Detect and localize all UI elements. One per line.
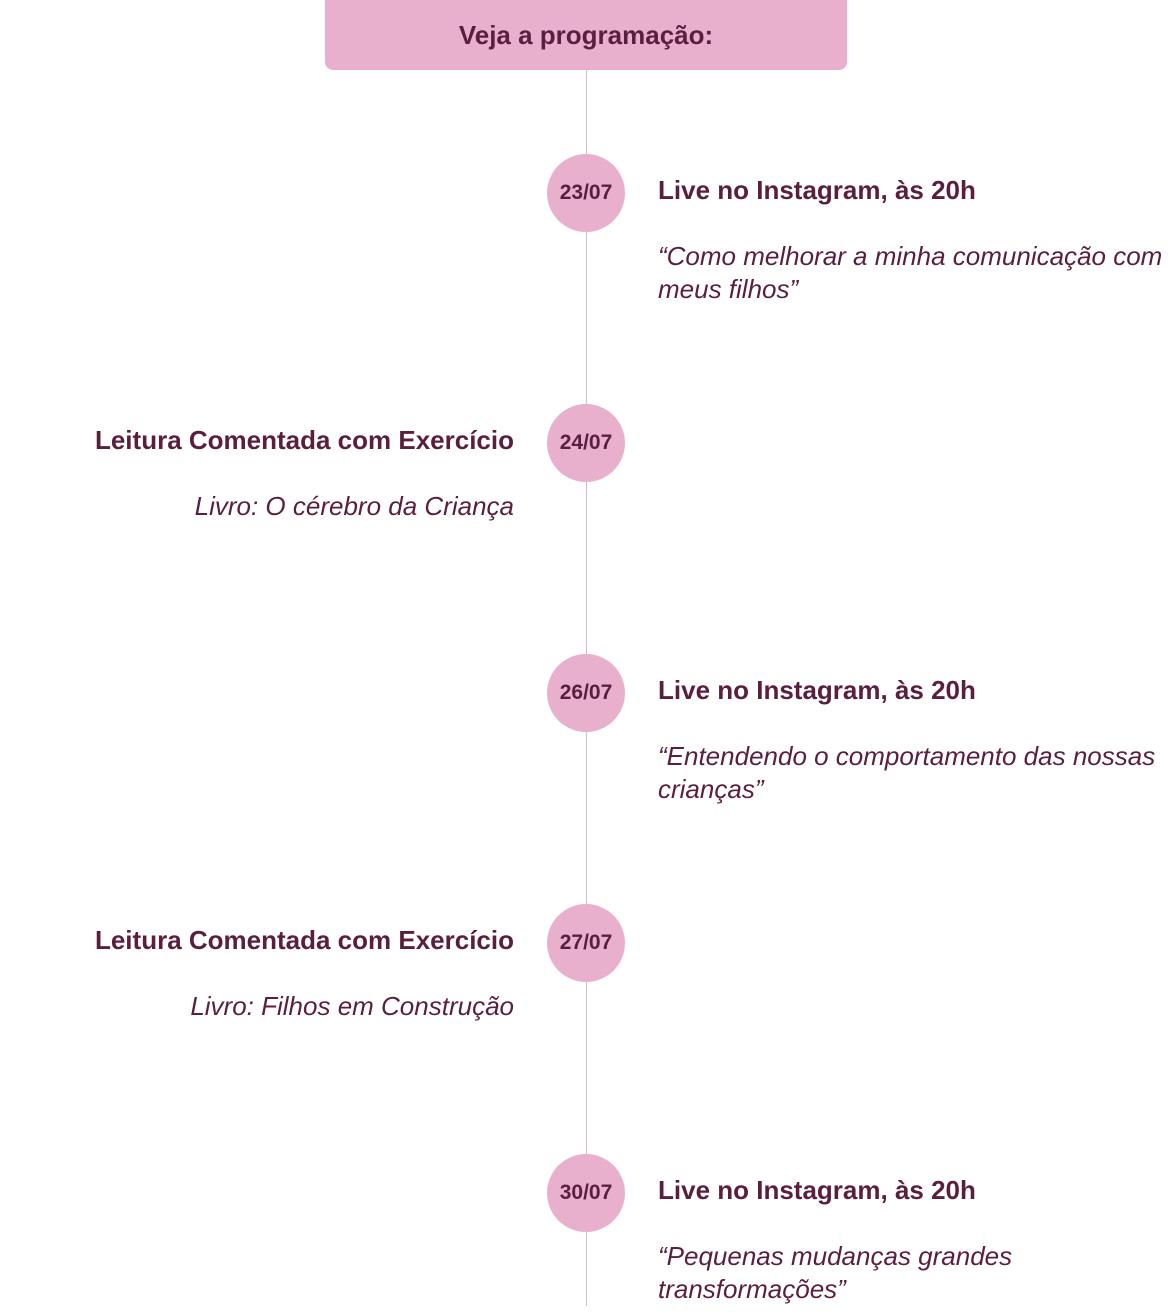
- event-description: Livro: O cérebro da Criança: [194, 491, 514, 521]
- event-title: Live no Instagram, às 20h: [658, 675, 976, 705]
- event-description: Livro: Filhos em Construção: [190, 991, 514, 1021]
- schedule-header: Veja a programação:: [325, 0, 847, 70]
- date-label: 27/07: [559, 931, 613, 954]
- schedule-header-title: Veja a programação:: [458, 19, 714, 50]
- date-label: 26/07: [559, 681, 613, 704]
- timeline-event: 26/07 Live no Instagram, às 20h “Entende…: [0, 654, 1172, 814]
- date-badge: 26/07: [547, 654, 625, 732]
- date-badge: 27/07: [547, 904, 625, 982]
- date-badge: 23/07: [547, 154, 625, 232]
- timeline-event: 24/07 Leitura Comentada com Exercício Li…: [0, 404, 1172, 564]
- event-description: “Entendendo o comportamento das nossas c…: [658, 741, 1156, 804]
- date-label: 23/07: [559, 181, 613, 204]
- date-label: 30/07: [559, 1181, 613, 1204]
- event-description: “Pequenas mudanças grandes transformaçõe…: [658, 1241, 1013, 1304]
- date-label: 24/07: [559, 431, 613, 454]
- event-title: Live no Instagram, às 20h: [658, 175, 976, 205]
- timeline-event: 23/07 Live no Instagram, às 20h “Como me…: [0, 154, 1172, 314]
- event-title: Leitura Comentada com Exercício: [94, 425, 514, 455]
- event-description: “Como melhorar a minha comunicação com m…: [658, 241, 1163, 304]
- event-title: Leitura Comentada com Exercício: [94, 925, 514, 955]
- timeline-event: 30/07 Live no Instagram, às 20h “Pequena…: [0, 1154, 1172, 1314]
- date-badge: 30/07: [547, 1154, 625, 1232]
- timeline-event: 27/07 Leitura Comentada com Exercício Li…: [0, 904, 1172, 1064]
- event-title: Live no Instagram, às 20h: [658, 1175, 976, 1205]
- date-badge: 24/07: [547, 404, 625, 482]
